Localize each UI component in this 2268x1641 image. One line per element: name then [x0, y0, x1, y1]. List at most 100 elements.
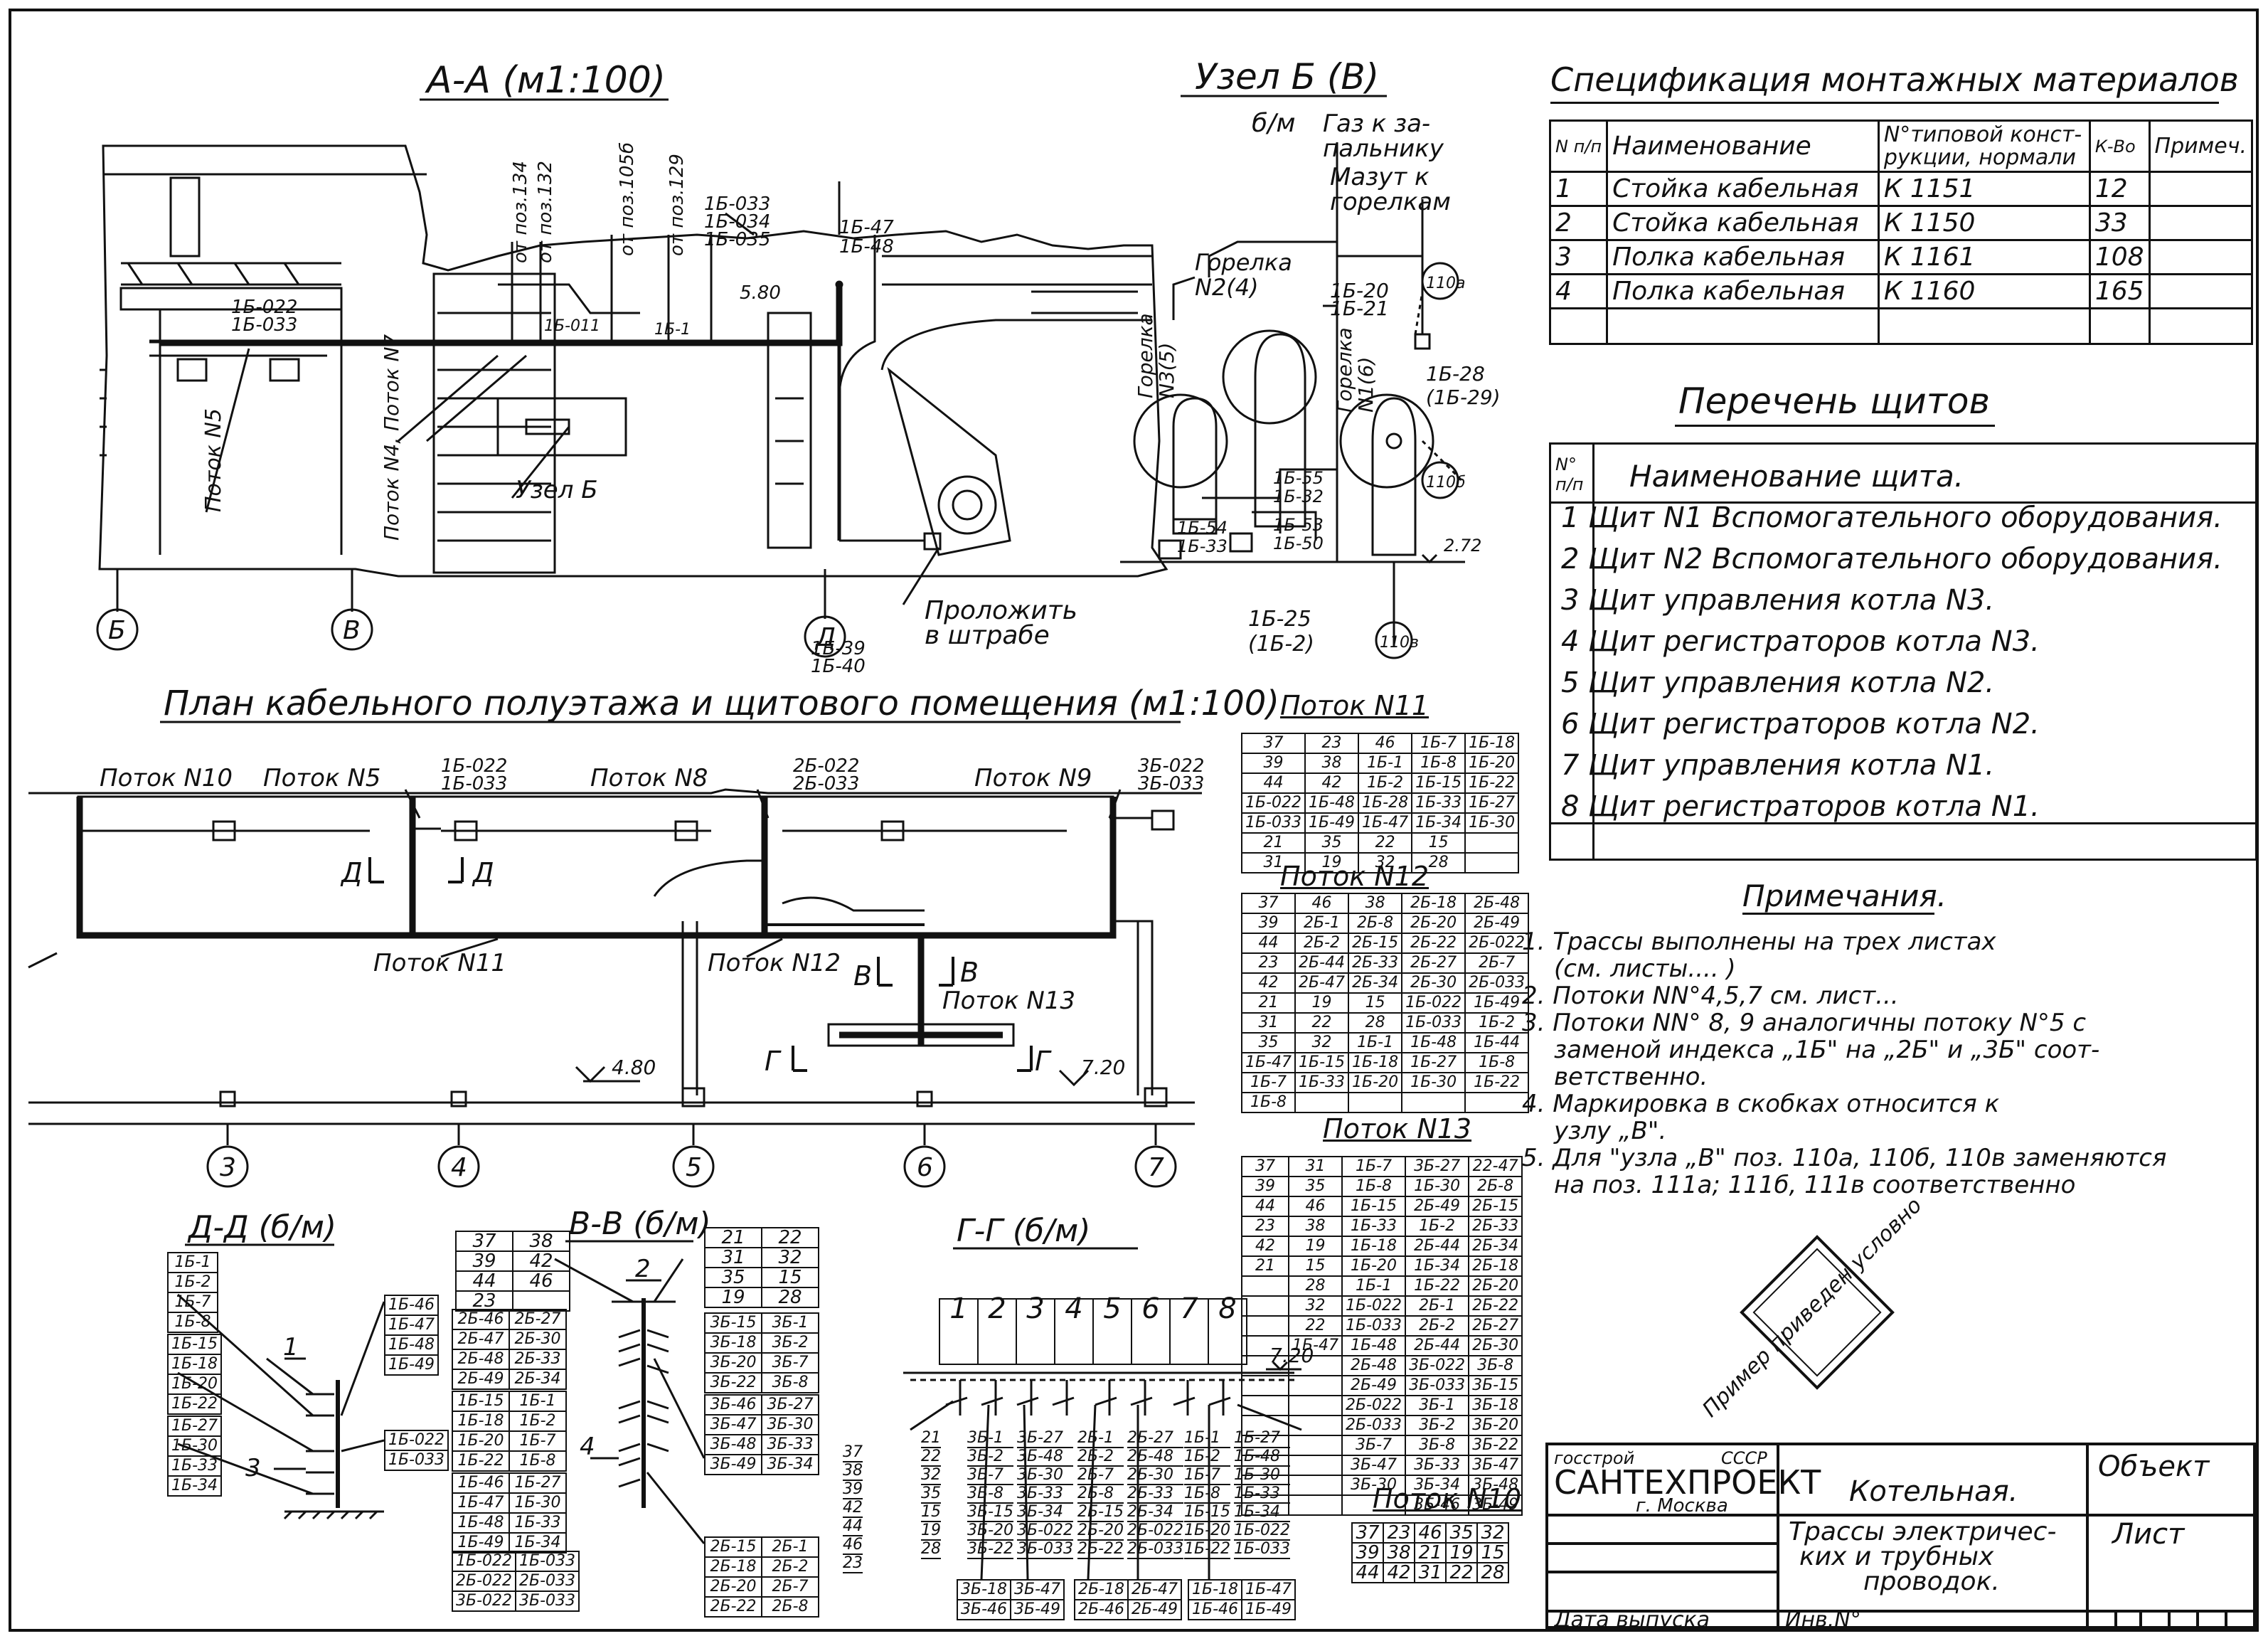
table-cell: 46	[1414, 1522, 1447, 1544]
cable-label: 1Б-40	[811, 656, 866, 677]
table-cell: 2Б-7	[761, 1576, 819, 1598]
table-cell: 21	[704, 1227, 762, 1248]
shelf-number: 1	[283, 1333, 299, 1361]
table-cell: 21	[1414, 1542, 1447, 1563]
table-cell: 2Б-47	[1294, 972, 1350, 994]
uzel-b-title: Узел Б (В)	[1195, 56, 1379, 97]
table-row: 1Б-15	[166, 1334, 223, 1355]
table-cell: 1Б-20	[1341, 1255, 1407, 1277]
table-cell: 3Б-20	[1468, 1415, 1523, 1436]
burner-label: Горелка	[1333, 327, 1356, 413]
table-cell: 3Б-34	[761, 1454, 819, 1475]
table-cell: 2Б-22	[1468, 1295, 1523, 1317]
table-cell: 1Б-27	[166, 1416, 223, 1437]
cable-label: 2Б-022	[793, 755, 859, 777]
table-cell: 1Б-20	[1464, 753, 1520, 774]
burner-label: Горелка	[1195, 249, 1292, 276]
section-mark: Г	[1035, 1046, 1052, 1077]
table-cell: 1Б-33	[1341, 1216, 1407, 1237]
label-prolozhit: в штрабе	[925, 621, 1050, 650]
table-cell: 23	[1304, 733, 1360, 754]
table-cell	[1241, 1475, 1289, 1496]
tb-org1: госстрой	[1554, 1448, 1634, 1468]
table-row: 1Б-18	[166, 1354, 223, 1375]
table-cell: 2Б-48	[1341, 1355, 1407, 1376]
table-cell: 22	[1287, 1315, 1343, 1337]
table-cell: 3Б-18	[1468, 1395, 1523, 1416]
gg-label: 3Б-022	[1017, 1521, 1074, 1541]
spec-title-underline	[1550, 102, 2219, 104]
axis-label: Д	[814, 623, 836, 652]
valve-label: 110в	[1380, 634, 1419, 652]
table-cell: 3Б-49	[704, 1454, 762, 1475]
table-cell: 39	[1241, 1176, 1289, 1197]
table-cell: 1Б-34	[1405, 1255, 1470, 1277]
table-cell: 44	[455, 1270, 513, 1292]
gg-label: 42	[843, 1499, 863, 1518]
table-cell: 1Б-8	[509, 1450, 567, 1472]
table-cell: 23	[1383, 1522, 1415, 1544]
table-cell: 15	[1476, 1542, 1509, 1563]
axis-label: В	[343, 616, 361, 645]
cable-label: 1Б-47	[839, 217, 894, 238]
table-cell: 3Б-46	[1405, 1494, 1470, 1516]
gg-label: 2Б-7	[1077, 1467, 1124, 1485]
table-cell: 1Б-20	[452, 1430, 510, 1452]
gg-label: 2Б-2	[1077, 1448, 1124, 1467]
table-cell: 15	[1411, 832, 1466, 854]
table-cell: 1Б-49	[1464, 992, 1530, 1014]
table-cell: 2Б-18	[704, 1556, 762, 1578]
title-block-lines	[1545, 1443, 2256, 1629]
panels-header-divider	[1551, 501, 2255, 504]
table-cell: 1Б-47	[1287, 1335, 1343, 1356]
table-cell: 1Б-8	[1240, 1092, 1297, 1113]
table-cell: 44	[1351, 1562, 1384, 1583]
table-cell: 42	[512, 1250, 570, 1272]
table-cell: 1Б-2	[1464, 1012, 1530, 1034]
table-cell: 1Б-022	[383, 1430, 449, 1451]
table-cell: 3Б-30	[1341, 1475, 1407, 1496]
table-cell: 2Б-47	[452, 1329, 510, 1350]
table-cell: 3Б-8	[1405, 1435, 1470, 1456]
table-cell: 23	[1241, 1216, 1289, 1237]
uzel-b-drawing: Узел Б (В) б/м	[1120, 56, 1465, 659]
shelf-number: 2	[635, 1255, 651, 1283]
list-item: 6 Щит регистраторов котла N2.	[1561, 708, 2040, 740]
table-cell: 46	[1358, 733, 1413, 754]
table-cell: 1Б-46	[1187, 1599, 1243, 1620]
table-cell: 1Б-2	[167, 1272, 218, 1293]
table-cell: 3Б-033	[515, 1590, 580, 1612]
table-cell: 2Б-18	[1073, 1579, 1129, 1600]
table-cell: 2Б-48	[452, 1349, 510, 1370]
table-cell: 21	[1240, 832, 1306, 854]
table-cell: 1Б-8	[1341, 1176, 1407, 1197]
spec-header: N п/п	[1548, 120, 1609, 173]
table-cell: 2Б-033	[1341, 1415, 1407, 1436]
table-cell: 1Б-22	[452, 1450, 510, 1472]
cable-label: 1Б-21	[1330, 297, 1389, 320]
level-mark: 4.80	[612, 1056, 656, 1079]
table-cell: 28	[1476, 1562, 1509, 1583]
note-line: 5. Для "узла „В" поз. 110а, 110б, 110в з…	[1522, 1144, 2167, 1172]
table-cell: 1Б-2	[1358, 772, 1413, 794]
gg-label: 2Б-1	[1077, 1430, 1124, 1448]
cable-label: 1Б-28	[1426, 362, 1485, 386]
